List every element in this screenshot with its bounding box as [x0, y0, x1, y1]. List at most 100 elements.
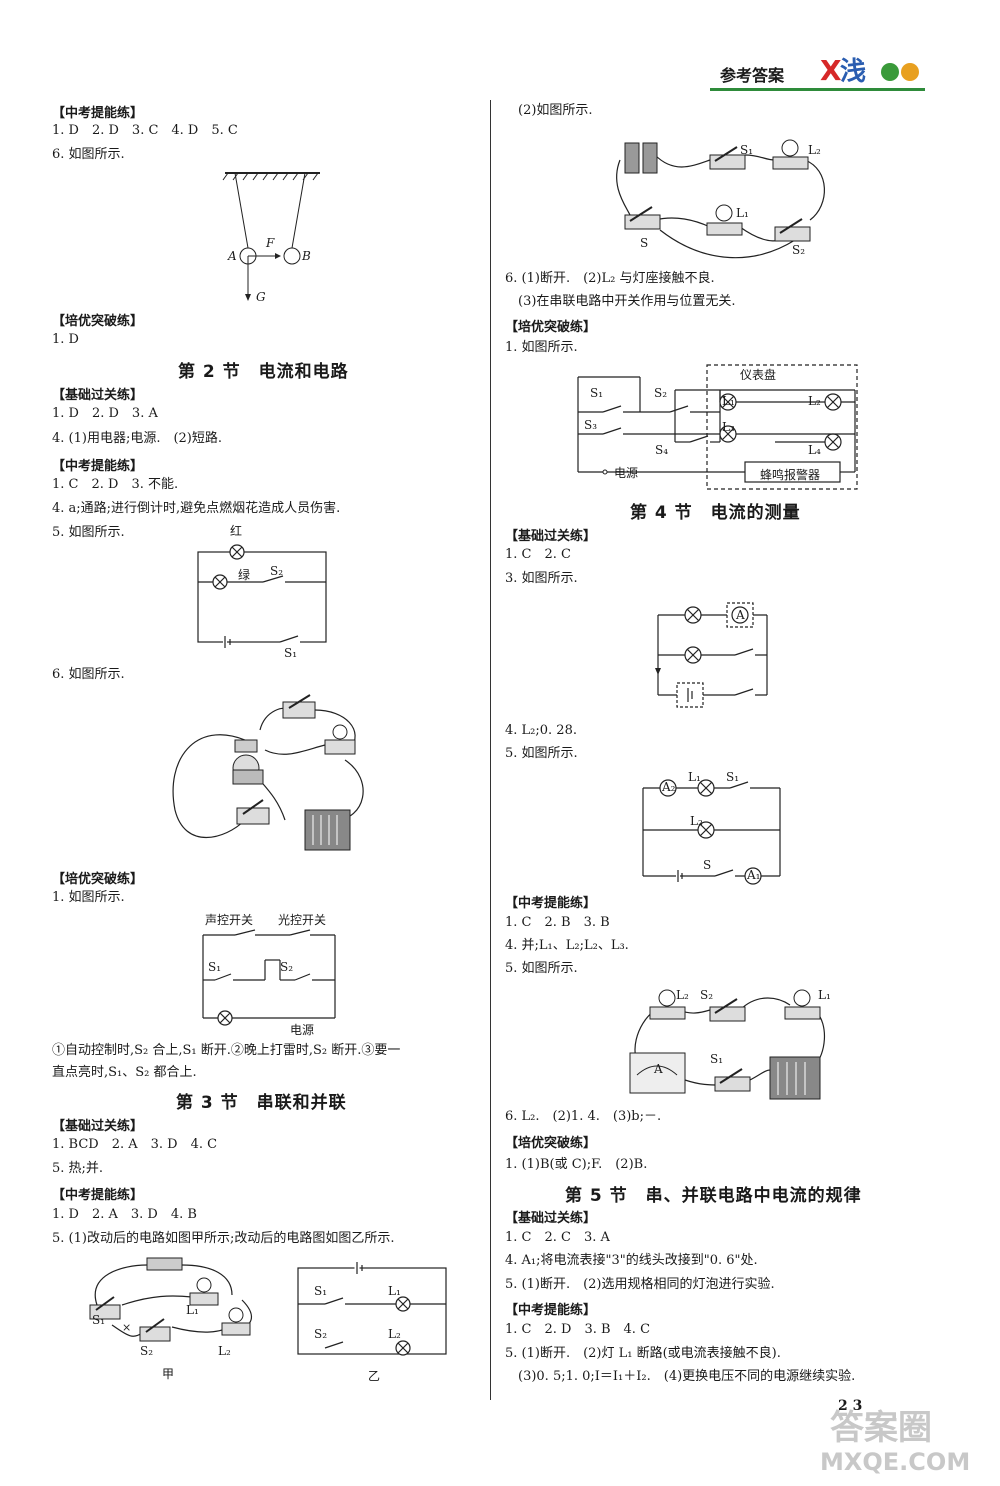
- label-L2: L₂: [808, 143, 821, 157]
- label-S1: S₁: [208, 960, 222, 974]
- two-ammeter-circuit: [642, 779, 781, 885]
- label-F: F: [266, 236, 275, 250]
- svg-text:X: X: [820, 54, 842, 87]
- answer-line: 6. (1)断开. (2)L₂ 与灯座接触不良.: [505, 271, 715, 286]
- header-rule: [710, 88, 925, 91]
- label-S4: S₄: [655, 443, 669, 457]
- answer-line: 4. (1)用电器;电源. (2)短路.: [52, 431, 223, 446]
- page-number: 2 3: [838, 1398, 863, 1414]
- section-zhongkao-1: 【中考提能练】: [52, 106, 144, 121]
- section-peiyou-1: 【培优突破练】: [52, 314, 144, 329]
- pendulum-figure: [222, 172, 320, 301]
- label-S1: S₁: [740, 143, 754, 157]
- label-L1: L₁: [722, 394, 735, 408]
- answer-line: 4. 并;L₁、L₂;L₂、L₃.: [505, 938, 629, 953]
- header-title: 参考答案: [720, 66, 785, 85]
- label-L4: L₄: [808, 443, 821, 457]
- answer-line: 5. (1)断开. (2)选用规格相同的灯泡进行实验.: [505, 1277, 775, 1292]
- label-L2: L₂: [676, 988, 689, 1002]
- watermark-url: MXQE.COM: [820, 1448, 971, 1476]
- answer-line: 5. 如图所示.: [505, 746, 578, 761]
- label-green: 绿: [238, 568, 251, 582]
- label-L3: L₃: [722, 420, 735, 434]
- answer-line: (3)0. 5;1. 0;I＝I₁＋I₂. (4)更换电压不同的电源继续实验.: [518, 1369, 856, 1384]
- section-jichu-2: 【基础过关练】: [52, 388, 144, 403]
- label-S2: S₂: [140, 1344, 154, 1358]
- label-S: S: [640, 236, 649, 250]
- label-S1: S₁: [314, 1284, 328, 1298]
- label-S1: S₁: [710, 1052, 724, 1066]
- label-A: A: [228, 249, 237, 263]
- label-S1: S₁: [726, 770, 740, 784]
- label-power: 电源: [614, 466, 639, 480]
- answer-line: 1. 如图所示.: [52, 890, 125, 905]
- watermark-logo: 答案圈: [830, 1408, 932, 1448]
- answer-line: 直点亮时,S₁、S₂ 都合上.: [52, 1065, 197, 1080]
- answer-line: 1. C 2. D 3. B 4. C: [505, 1322, 651, 1337]
- section-zhongkao-4: 【中考提能练】: [505, 896, 597, 911]
- label-L1: L₁: [186, 1303, 199, 1317]
- label-sound-switch: 声控开关: [205, 913, 254, 927]
- section-title-4: 第 4 节 电流的测量: [630, 503, 801, 523]
- caption-jia: 甲: [162, 1367, 175, 1381]
- label-S2: S₂: [654, 386, 668, 400]
- answer-line: ①自动控制时,S₂ 合上,S₁ 断开.②晚上打雷时,S₂ 断开.③要一: [52, 1043, 401, 1058]
- answer-line: 1. (1)B(或 C);F. (2)B.: [505, 1157, 648, 1172]
- answer-line: 6. 如图所示.: [52, 667, 125, 682]
- answer-line: 4. L₂;0. 28.: [505, 723, 577, 738]
- section-zhongkao-3: 【中考提能练】: [52, 1188, 144, 1203]
- answer-line: 3. 如图所示.: [505, 571, 578, 586]
- label-L2: L₂: [218, 1344, 231, 1358]
- label-S2: S₂: [700, 988, 714, 1002]
- sound-light-switch-circuit: [202, 929, 336, 1026]
- label-G: G: [256, 290, 266, 304]
- section-peiyou-4: 【培优突破练】: [505, 1136, 597, 1151]
- section-zhongkao-2: 【中考提能练】: [52, 459, 144, 474]
- answer-line: 6. 如图所示.: [52, 147, 125, 162]
- label-S2: S₂: [280, 960, 294, 974]
- answer-line: 5. 如图所示.: [505, 961, 578, 976]
- answer-line: (2)如图所示.: [518, 103, 593, 118]
- answer-line: 1. D 2. A 3. D 4. B: [52, 1207, 197, 1222]
- answer-line: 6. L₂. (2)1. 4. (3)b;－.: [505, 1109, 662, 1124]
- label-L1: L₁: [736, 206, 749, 220]
- logo-icon: X 浅: [820, 54, 919, 87]
- svg-text:×: ×: [122, 1321, 131, 1334]
- answer-line: 1. BCD 2. A 3. D 4. C: [52, 1137, 218, 1152]
- section-zhongkao-5: 【中考提能练】: [505, 1303, 597, 1318]
- section-title-5: 第 5 节 串、并联电路中电流的规律: [565, 1186, 862, 1206]
- answer-line: 1. C 2. D 3. 不能.: [52, 477, 179, 492]
- caption-yi: 乙: [368, 1369, 381, 1383]
- svg-text:浅: 浅: [840, 57, 866, 87]
- label-S1: S₁: [92, 1313, 106, 1327]
- label-buzzer: 蜂鸣报警器: [760, 468, 821, 482]
- section-title-3: 第 3 节 串联和并联: [176, 1093, 347, 1113]
- section-jichu-4: 【基础过关练】: [505, 529, 597, 544]
- answer-line: 1. 如图所示.: [505, 340, 578, 355]
- label-L2: L₂: [808, 394, 821, 408]
- answer-line: 5. (1)断开. (2)灯 L₁ 断路(或电流表接触不良).: [505, 1346, 781, 1361]
- header-area: X 浅: [710, 50, 925, 95]
- label-S2: S₂: [314, 1327, 328, 1341]
- answer-line: 1. C 2. C: [505, 547, 571, 562]
- section-title-2: 第 2 节 电流和电路: [178, 362, 349, 382]
- label-panel: 仪表盘: [740, 368, 777, 382]
- label-S1: S₁: [590, 386, 604, 400]
- figure-yi-schematic: [297, 1262, 447, 1356]
- label-L1: L₁: [688, 770, 701, 784]
- label-S3: S₃: [584, 418, 598, 432]
- answer-line: 1. D 2. D 3. A: [52, 406, 158, 421]
- section-jichu-3: 【基础过关练】: [52, 1119, 144, 1134]
- label-red: 红: [230, 524, 243, 538]
- label-L2: L₂: [690, 814, 703, 828]
- label-A1: A₁: [747, 868, 761, 882]
- answer-line: 4. a;通路;进行倒计时,避免点燃烟花造成人员伤害.: [52, 501, 341, 516]
- section-peiyou-2: 【培优突破练】: [52, 872, 144, 887]
- figure-jia-physical: ×: [89, 1257, 252, 1342]
- label-S1: S₁: [284, 646, 298, 660]
- label-B: B: [302, 249, 311, 263]
- physical-ammeter-circuit: [629, 989, 826, 1100]
- ammeter-circuit: [655, 602, 768, 708]
- label-A: A: [654, 1062, 663, 1076]
- answer-line: 4. A₁;将电流表接"3"的线头改接到"0. 6"处.: [505, 1253, 758, 1268]
